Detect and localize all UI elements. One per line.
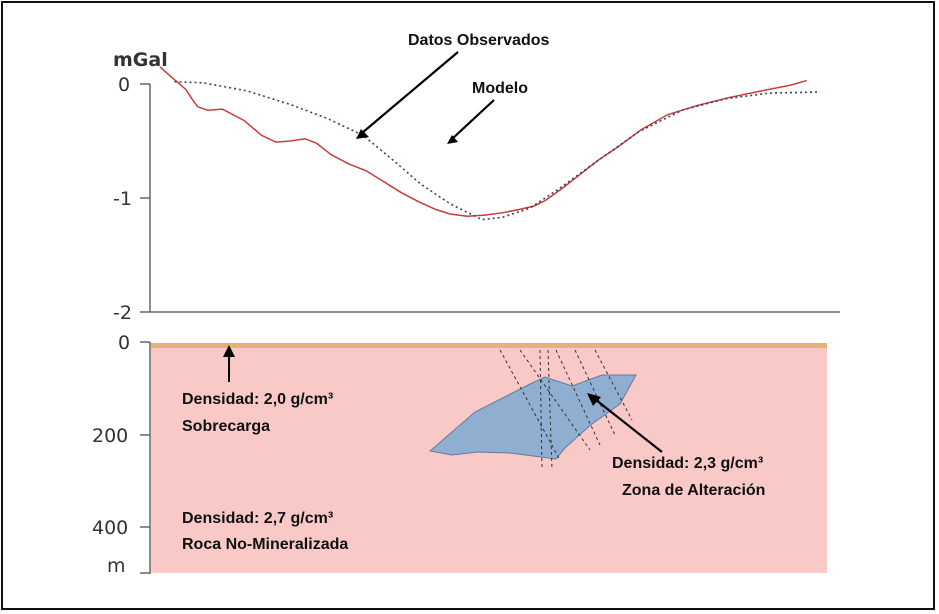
- prism-line-6: [574, 349, 616, 436]
- depth-unit-label: m: [107, 555, 126, 577]
- overburden-layer: [151, 343, 827, 348]
- label-modelo: Modelo: [472, 80, 528, 97]
- arrow-datos-head: [356, 129, 369, 139]
- host-rock-name-label: Roca No-Mineralizada: [182, 536, 348, 553]
- host-rock-layer: [151, 348, 827, 573]
- y-axis-unit-top: mGal: [113, 49, 168, 71]
- alteration-density-label: Densidad: 2,3 g/cm³: [612, 455, 763, 472]
- gravity-profile-panel: mGal 0 -1 -2: [113, 49, 840, 324]
- prism-line-7: [594, 349, 633, 421]
- arrow-modelo-line: [451, 99, 495, 140]
- cross-section-panel: 0 200 400 m Densidad: 2,0 g/cm³ Sobrecar…: [92, 332, 827, 577]
- series-layer: [159, 66, 820, 221]
- model-prism-lines: [499, 349, 633, 471]
- model-series-line: [174, 80, 820, 221]
- prism-line-4: [547, 349, 553, 471]
- alteration-zone-body: [428, 374, 637, 460]
- depth-label-0: 0: [118, 332, 130, 354]
- overburden-density-label: Densidad: 2,0 g/cm³: [182, 391, 333, 408]
- y-tick-label-0: 0: [118, 74, 130, 96]
- prism-line-1: [499, 349, 561, 461]
- depth-label-400: 400: [92, 517, 128, 539]
- prism-line-3: [539, 349, 543, 471]
- overburden-arrow-head: [223, 345, 235, 357]
- annotation-layer: Datos Observados Modelo: [356, 32, 549, 144]
- prism-line-2: [519, 349, 591, 451]
- label-datos-observados: Datos Observados: [408, 32, 549, 49]
- arrow-datos-line: [361, 51, 459, 134]
- alteration-arrow-line: [595, 399, 663, 453]
- alteration-name-label: Zona de Alteración: [622, 482, 765, 499]
- depth-label-200: 200: [92, 425, 128, 447]
- overburden-name-label: Sobrecarga: [182, 418, 270, 435]
- y-tick-label-neg2: -2: [113, 302, 132, 324]
- y-tick-label-neg1: -1: [113, 188, 132, 210]
- host-rock-density-label: Densidad: 2,7 g/cm³: [182, 510, 333, 527]
- arrow-modelo-head: [447, 135, 458, 144]
- alteration-arrow-head: [587, 393, 601, 406]
